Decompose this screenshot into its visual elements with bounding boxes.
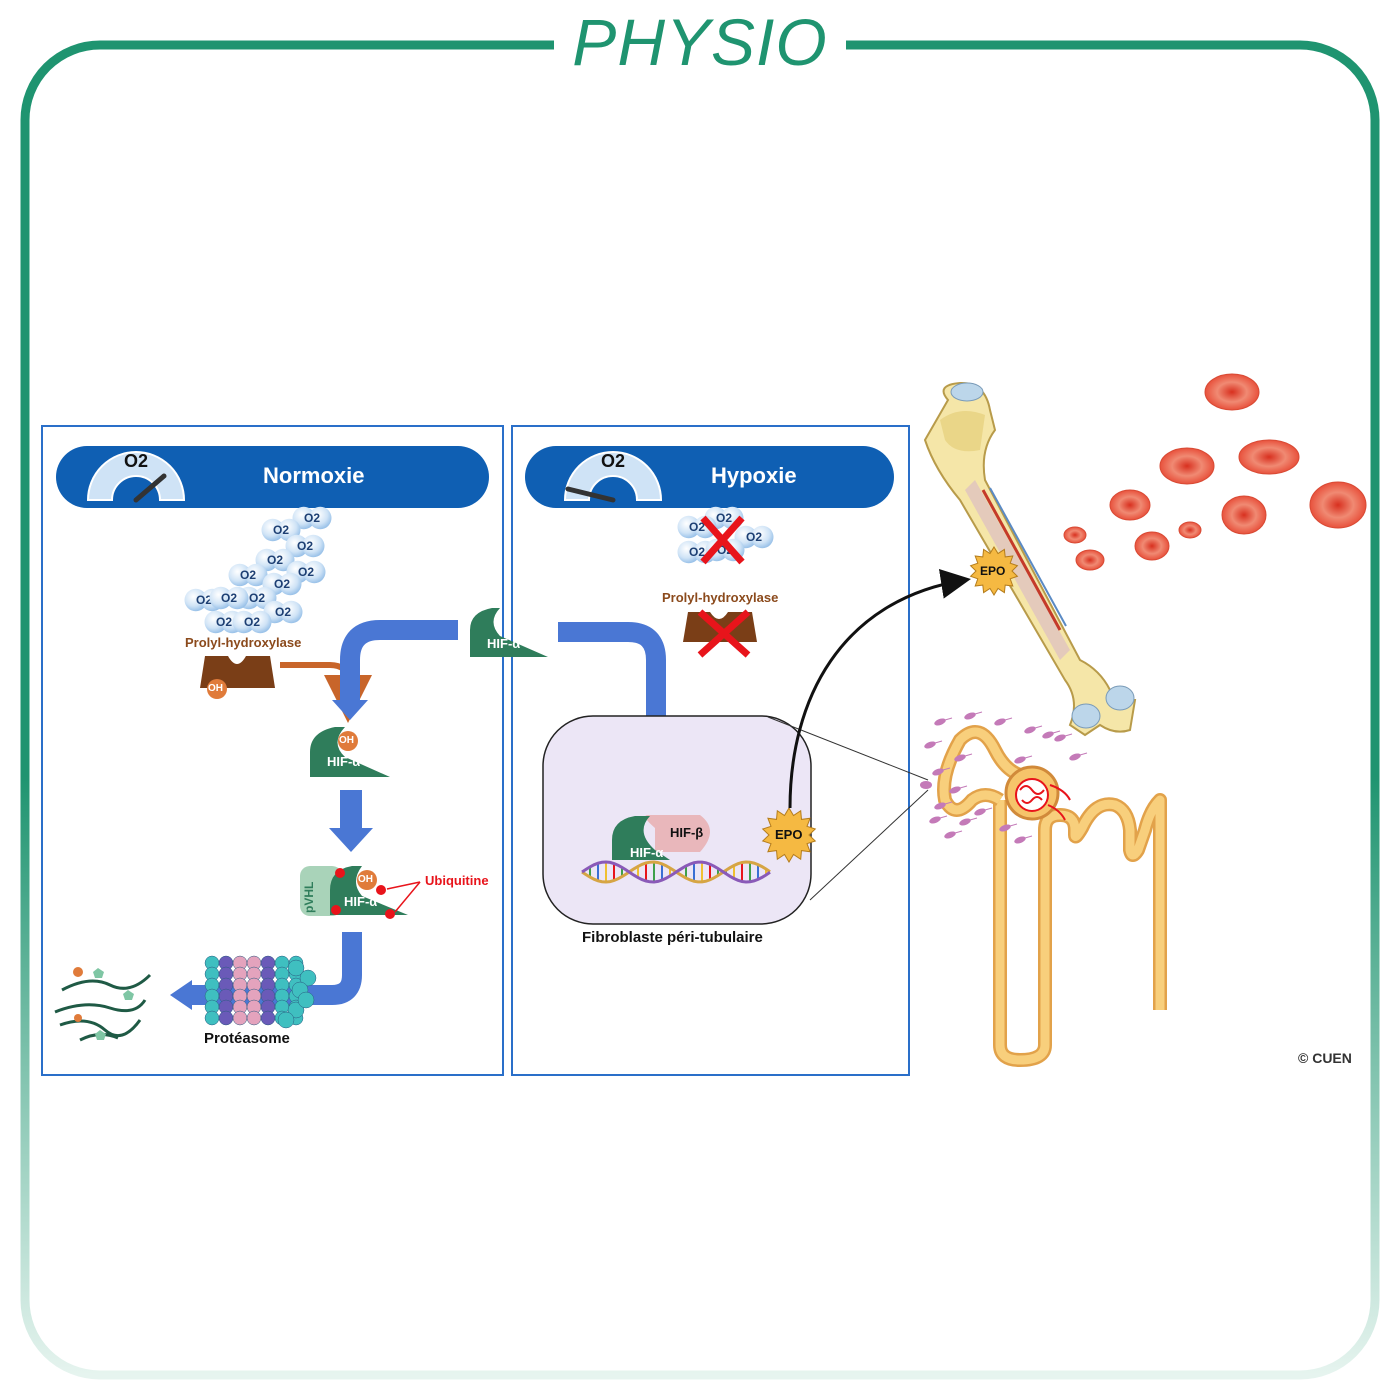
blue-arrow-to-proteasome	[170, 932, 362, 1010]
hypoxie-enzyme-label: Prolyl-hydroxylase	[662, 590, 779, 605]
svg-text:O2: O2	[244, 615, 260, 629]
femur-bone-icon	[923, 381, 1137, 737]
svg-text:O2: O2	[196, 593, 212, 607]
nephron-icon	[937, 725, 1167, 1067]
epo-secretion-arrow	[788, 568, 971, 809]
zoom-line-bottom	[809, 789, 929, 901]
proteasome-icon	[204, 955, 317, 1029]
svg-text:O2: O2	[297, 539, 313, 553]
cell-epo-label: EPO	[775, 827, 803, 842]
hydroxylated-oh-label: OH	[339, 735, 354, 746]
epo-star-bone-icon	[969, 546, 1019, 596]
prolyl-hydroxylase-enzyme-icon	[200, 656, 275, 699]
pvhl-complex-icon	[300, 866, 421, 919]
hydroxylated-hif-alpha-label: HIF-α	[327, 754, 361, 769]
hif-alpha-shape-icon	[470, 608, 548, 657]
inhibited-prolyl-hydroxylase-icon	[683, 609, 757, 658]
svg-text:O2: O2	[221, 591, 237, 605]
pvhl-hif-alpha-label: HIF-α	[344, 894, 378, 909]
hypoxie-gauge-label: O2	[601, 451, 626, 471]
svg-text:O2: O2	[267, 553, 283, 567]
o2-molecule-icon: O2	[677, 515, 717, 539]
svg-text:O2: O2	[689, 545, 705, 559]
hypoxie-title: Hypoxie	[711, 463, 797, 488]
svg-text:O2: O2	[298, 565, 314, 579]
blue-arrow-to-degradation	[332, 620, 458, 720]
hif-complex-icon	[612, 815, 710, 860]
svg-text:O2: O2	[275, 605, 291, 619]
o2-molecule-icon: O2	[286, 560, 326, 584]
svg-text:O2: O2	[716, 511, 732, 525]
interstitial-fibroblasts-icon	[924, 711, 1088, 844]
svg-text:O2: O2	[746, 530, 762, 544]
bone-epo-label: EPO	[980, 564, 1006, 578]
pvhl-label: pVHL	[302, 881, 316, 913]
svg-text:O2: O2	[689, 520, 705, 534]
o2-molecule-icon: O2	[228, 563, 268, 587]
ubiquitine-label: Ubiquitine	[425, 873, 489, 888]
epo-star-cell-icon	[761, 807, 817, 863]
page-title: PHYSIO	[0, 2, 1400, 82]
svg-text:O2: O2	[274, 577, 290, 591]
svg-text:O2: O2	[240, 568, 256, 582]
svg-text:O2: O2	[216, 615, 232, 629]
red-blood-cells-icon	[1063, 373, 1367, 571]
svg-text:O2: O2	[273, 523, 289, 537]
o2-molecule-icon: O2	[232, 610, 272, 634]
svg-text:O2: O2	[304, 511, 320, 525]
o2-cross-icon	[700, 515, 745, 565]
o2-molecule-icon: O2	[209, 586, 249, 610]
o2-molecule-icon: O2	[292, 506, 332, 530]
pvhl-oh-label: OH	[358, 874, 373, 885]
normoxie-gauge-icon	[86, 451, 186, 503]
degraded-peptides-icon	[54, 967, 152, 1042]
normoxie-enzyme-label: Prolyl-hydroxylase	[185, 635, 302, 650]
hif-beta-label: HIF-β	[670, 825, 704, 840]
o2-molecule-icon: O2	[285, 534, 325, 558]
nucleus-hif-alpha-label: HIF-α	[630, 845, 664, 860]
copyright: © CUEN	[1298, 1050, 1352, 1066]
zoom-line-top	[767, 716, 929, 781]
shared-hif-alpha-label: HIF-α	[487, 636, 521, 651]
normoxie-gauge-label: O2	[124, 451, 149, 471]
normoxie-title: Normoxie	[263, 463, 365, 488]
proteasome-label: Protéasome	[204, 1030, 290, 1047]
hydroxylation-arrow	[280, 662, 372, 723]
svg-text:O2: O2	[249, 591, 265, 605]
blue-down-arrow	[329, 790, 373, 852]
hypoxie-gauge-icon	[563, 451, 663, 503]
dna-helix-icon	[581, 860, 771, 884]
zoom-point-icon	[920, 781, 932, 789]
hydroxylated-hif-alpha-icon	[310, 727, 390, 777]
fibroblast-label: Fibroblaste péri-tubulaire	[582, 929, 763, 946]
enzyme-oh-label: OH	[208, 683, 223, 694]
